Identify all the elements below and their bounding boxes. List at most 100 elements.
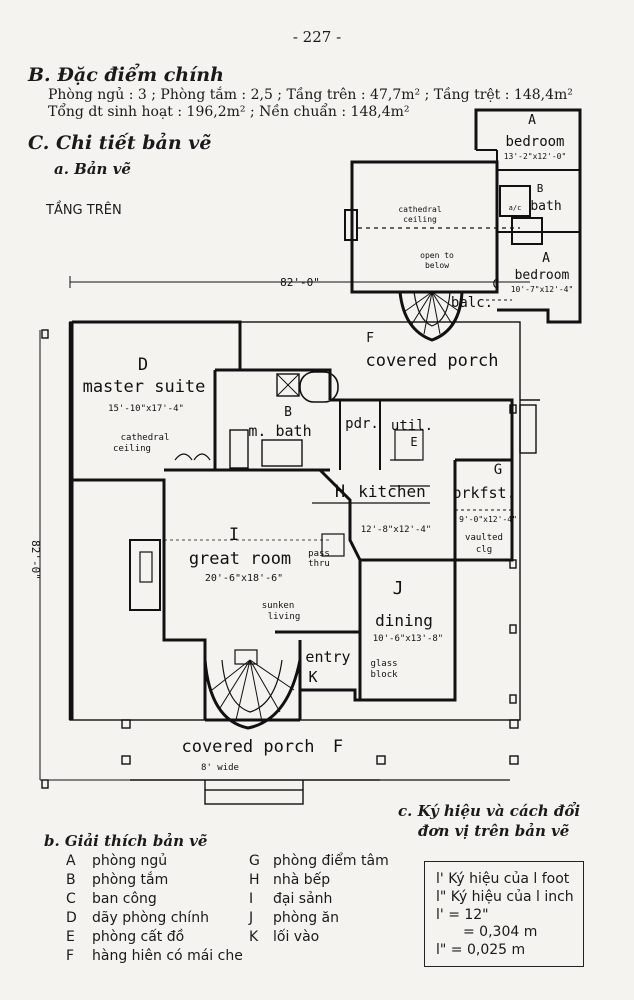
brkfst-label: brkfst. (452, 484, 515, 502)
pass-thru-2: thru (308, 559, 330, 569)
legend-text: ban công (92, 891, 157, 907)
explanation-title: b. Giải thích bản vẽ (44, 832, 208, 850)
balc-letter: C (492, 277, 499, 291)
sunken-1: sunken (262, 601, 295, 611)
legend-text: lối vào (273, 929, 320, 945)
porch-top-letter: F (366, 331, 374, 346)
conversion-line: l" Ký hiệu của l inch (436, 889, 574, 905)
bedroom2-label: bedroom (515, 268, 570, 283)
upper-bath-label: bath (530, 199, 561, 214)
legend-key: D (66, 910, 77, 926)
porch-bottom-letter: F (333, 737, 343, 757)
legend-text: phòng ngủ (92, 853, 168, 869)
legend-text: phòng cất đồ (92, 929, 185, 945)
pdr-label: pdr. (345, 416, 379, 432)
legend-key: I (249, 891, 254, 907)
upper-stair-treads (403, 291, 461, 335)
porch-bottom-dim: 8' wide (201, 763, 239, 773)
section-b-title: B. Đặc điểm chính (28, 64, 224, 86)
master-dim: 15'-10"x17'-4" (108, 404, 184, 414)
brkfst-vaulted-1: vaulted (465, 533, 503, 543)
upper-floor-outline (344, 108, 582, 342)
legend-text: phòng điểm tâm (273, 853, 389, 869)
upper-floor-label: TẦNG TRÊN (46, 203, 122, 218)
open-to-2: below (425, 261, 449, 270)
unit-conversion-box (424, 861, 584, 967)
master-ceiling-1: cathedral (121, 433, 170, 443)
legend-text: dãy phòng chính (92, 910, 209, 926)
upper-cathedral-1: cathedral (398, 205, 442, 214)
brkfst-letter: G (494, 462, 502, 478)
symbols-title-1: c. Ký hiệu và cách đổi (398, 802, 581, 820)
conversion-line: l' Ký hiệu của l foot (436, 871, 570, 887)
mbath-label: m. bath (248, 422, 311, 440)
entry-label: entry (305, 648, 350, 666)
legend-key: H (249, 872, 260, 888)
front-stair (203, 649, 302, 730)
upper-floor-labels: A bedroom 13'-2"x12'-0" B bath a/c A bed… (398, 113, 573, 311)
legend-key: G (249, 853, 260, 869)
mbath-letter: B (284, 405, 292, 420)
kitchen-dim: 12'-8"x12'-4" (361, 525, 431, 535)
legend-key: J (249, 910, 254, 926)
util-label: util. (391, 418, 433, 434)
bedroom2-dim: 10'-7"x12'-4" (511, 285, 574, 294)
glass-block-1: glass (370, 659, 397, 669)
dining-dim: 10'-6"x13'-8" (373, 634, 443, 644)
lower-floor-labels: F covered porch D master suite 15'-10"x1… (83, 331, 517, 773)
legend-key: F (66, 948, 75, 964)
great-room-letter: I (229, 525, 239, 545)
bedroom1-label: bedroom (505, 134, 564, 150)
legend-text: hàng hiên có mái che (92, 948, 243, 964)
sunken-2: living (268, 612, 301, 622)
legend-key: B (66, 872, 76, 888)
legend-text: phòng tắm (92, 872, 169, 888)
kitchen-label: kitchen (358, 482, 425, 501)
legend-key: E (66, 929, 75, 945)
upper-cathedral-2: ceiling (403, 215, 437, 224)
glass-block-2: block (370, 670, 398, 680)
open-to-1: open to (420, 251, 454, 260)
porch-bottom-label: covered porch (181, 737, 314, 757)
bedroom1-dim: 13'-2"x12'-0" (504, 152, 567, 161)
kitchen-letter: H (335, 482, 345, 502)
entry-letter: K (308, 668, 317, 686)
legend-text: đại sảnh (273, 891, 333, 907)
legend-text: phòng ăn (273, 910, 339, 926)
upper-ac-label: a/c (509, 204, 522, 212)
dimension-side: 82'-0" (29, 540, 42, 580)
lower-floor-outline (68, 320, 540, 722)
upper-bath-letter: B (537, 182, 544, 195)
balc-label: balc. (451, 295, 493, 311)
section-c-title: C. Chi tiết bản vẽ (28, 132, 212, 154)
porch-posts (41, 329, 519, 789)
conversion-line: l' = 12" (436, 907, 489, 923)
page-number: - 227 - (292, 28, 342, 46)
conversion-line: l" = 0,025 m (436, 942, 526, 958)
section-c-sub-a: a. Bản vẽ (54, 160, 131, 178)
brkfst-vaulted-2: clg (476, 545, 492, 555)
bedroom1-letter: A (528, 113, 536, 128)
master-ceiling-2: ceiling (113, 444, 151, 454)
brkfst-dim: 9'-0"x12'-4" (459, 515, 517, 524)
legend-key: K (249, 929, 259, 945)
legend-text: nhà bếp (273, 872, 331, 888)
dining-letter: J (393, 578, 404, 599)
porch-top-label: covered porch (365, 351, 498, 371)
bedroom2-letter: A (542, 251, 550, 266)
section-b-line1: Phòng ngủ : 3 ; Phòng tắm : 2,5 ; Tầng t… (48, 87, 573, 103)
conversion-line: = 0,304 m (463, 924, 538, 940)
legend-key: A (66, 853, 76, 869)
master-label: master suite (83, 377, 206, 397)
great-room-label: great room (189, 549, 291, 569)
legend-key: C (66, 891, 76, 907)
section-b-line2: Tổng dt sinh hoạt : 196,2m² ; Nền chuẩn … (48, 104, 410, 120)
symbols-title-2: đơn vị trên bản vẽ (418, 822, 570, 840)
util-letter: E (410, 435, 417, 449)
master-letter: D (138, 355, 148, 375)
dimension-top: 82'-0" (280, 276, 320, 289)
great-room-dim: 20'-6"x18'-6" (205, 573, 283, 584)
dining-label: dining (375, 611, 433, 630)
pass-thru-1: pass (308, 549, 330, 559)
